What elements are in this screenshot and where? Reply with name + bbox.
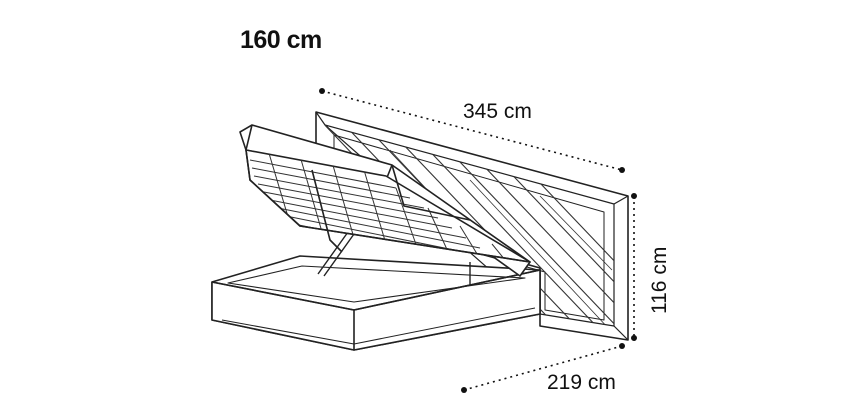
- height-dim-dot-bottom: [631, 335, 637, 341]
- height-dim-dot-top: [631, 193, 637, 199]
- lift-pistons: [317, 231, 471, 285]
- platform-frame: [245, 149, 531, 263]
- length-dim-dot-start: [461, 387, 467, 393]
- height-dimension-label: 116 cm: [648, 246, 671, 314]
- width-dimension-line: [321, 90, 623, 171]
- length-dimension-label: 219 cm: [547, 371, 616, 394]
- width-dim-dot-start: [319, 88, 325, 94]
- length-dim-dot-end: [619, 343, 625, 349]
- width-dimension-label: 345 cm: [463, 100, 532, 123]
- width-dim-dot-end: [619, 167, 625, 173]
- mattress-size-label: 160 cm: [240, 26, 322, 54]
- bed-base: [211, 255, 541, 351]
